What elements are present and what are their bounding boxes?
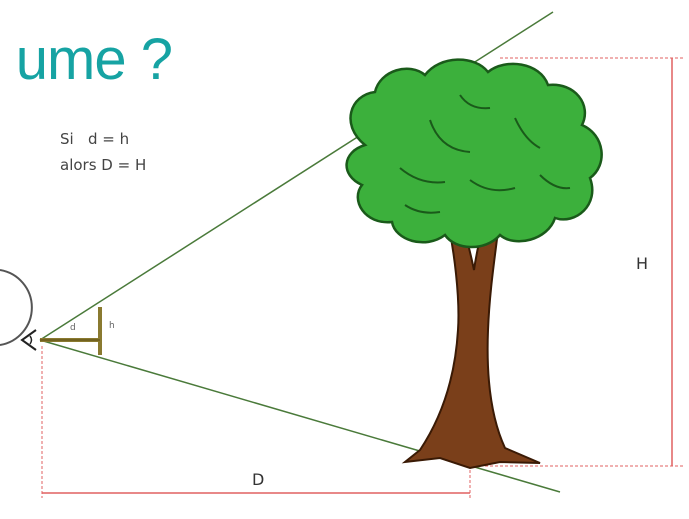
small-d-label: d <box>70 323 76 333</box>
page-title: ume ? <box>15 27 172 92</box>
rule-line-1: Si d = h <box>60 130 130 148</box>
rule-line-2: alors D = H <box>60 156 147 174</box>
eye-icon <box>20 329 37 351</box>
small-h-label: h <box>109 321 115 331</box>
height-label: H <box>636 254 649 273</box>
tree-trunk <box>401 209 541 470</box>
distance-label: D <box>252 470 265 489</box>
measuring-stick <box>40 307 102 355</box>
tree-foliage <box>345 58 603 249</box>
edge-circle <box>0 269 33 346</box>
